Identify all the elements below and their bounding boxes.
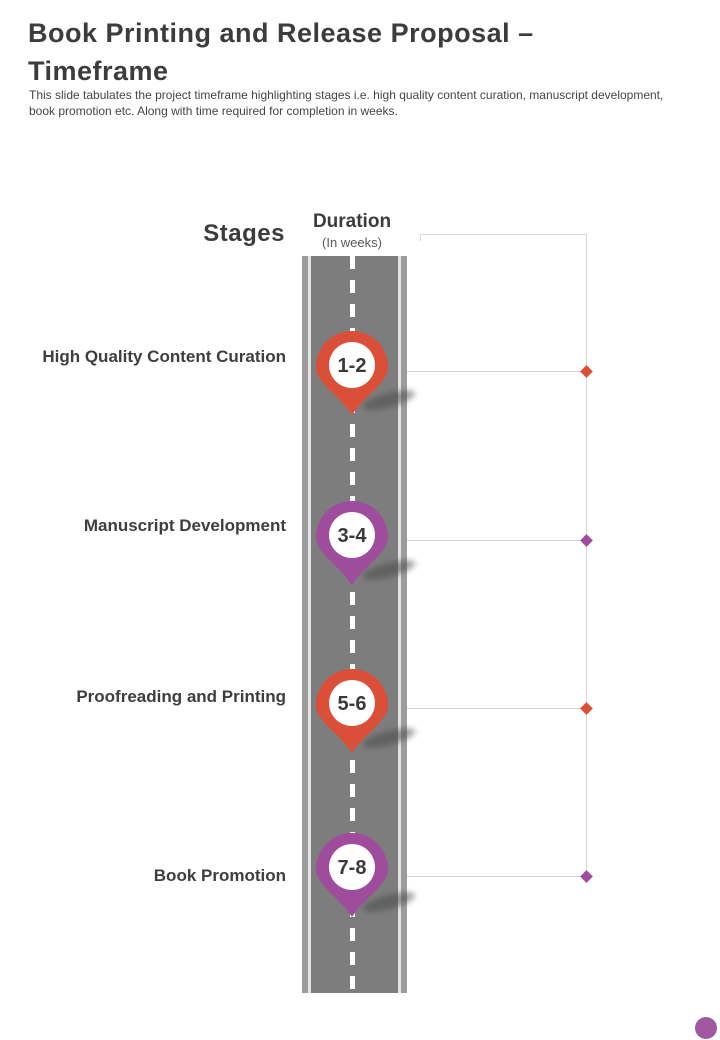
connector-line xyxy=(407,540,586,541)
connector-line xyxy=(407,876,586,877)
diamond-marker xyxy=(580,702,593,715)
stage-label: High Quality Content Curation xyxy=(42,347,286,366)
map-pin-icon: 1-2 xyxy=(316,330,388,415)
pin-inner-circle xyxy=(329,512,375,558)
duration-column-header: Duration xyxy=(312,211,392,232)
connector-line xyxy=(407,708,586,709)
pin-inner-circle xyxy=(329,680,375,726)
diamond-marker xyxy=(580,365,593,378)
duration-value: 7-8 xyxy=(338,857,367,879)
page-title: Book Printing and Release Proposal – Tim… xyxy=(28,18,534,86)
duration-value: 5-6 xyxy=(338,693,367,715)
page-description: This slide tabulates the project timefra… xyxy=(29,88,664,118)
duration-unit-label: (In weeks) xyxy=(322,235,382,250)
duration-value: 1-2 xyxy=(338,355,367,377)
stages-column-header: Stages xyxy=(203,220,285,247)
stage-label: Book Promotion xyxy=(153,866,286,885)
map-pin-icon: 7-8 xyxy=(316,832,388,917)
bracket-horizontal-line xyxy=(420,234,587,235)
map-pin-icon: 3-4 xyxy=(316,500,388,585)
bracket-vertical-line xyxy=(586,234,587,877)
duration-value: 3-4 xyxy=(338,525,368,547)
map-pin-icon: 5-6 xyxy=(316,668,388,753)
pin-inner-circle xyxy=(329,844,375,890)
accent-dot xyxy=(695,1017,717,1039)
road-centerline-dashes xyxy=(350,256,355,993)
connector-line xyxy=(407,371,586,372)
diamond-marker xyxy=(580,870,593,883)
pin-inner-circle xyxy=(329,342,375,388)
diamond-marker xyxy=(580,534,593,547)
stage-label: Manuscript Development xyxy=(83,516,286,535)
bracket-tick xyxy=(420,234,421,241)
stage-label: Proofreading and Printing xyxy=(76,687,286,706)
